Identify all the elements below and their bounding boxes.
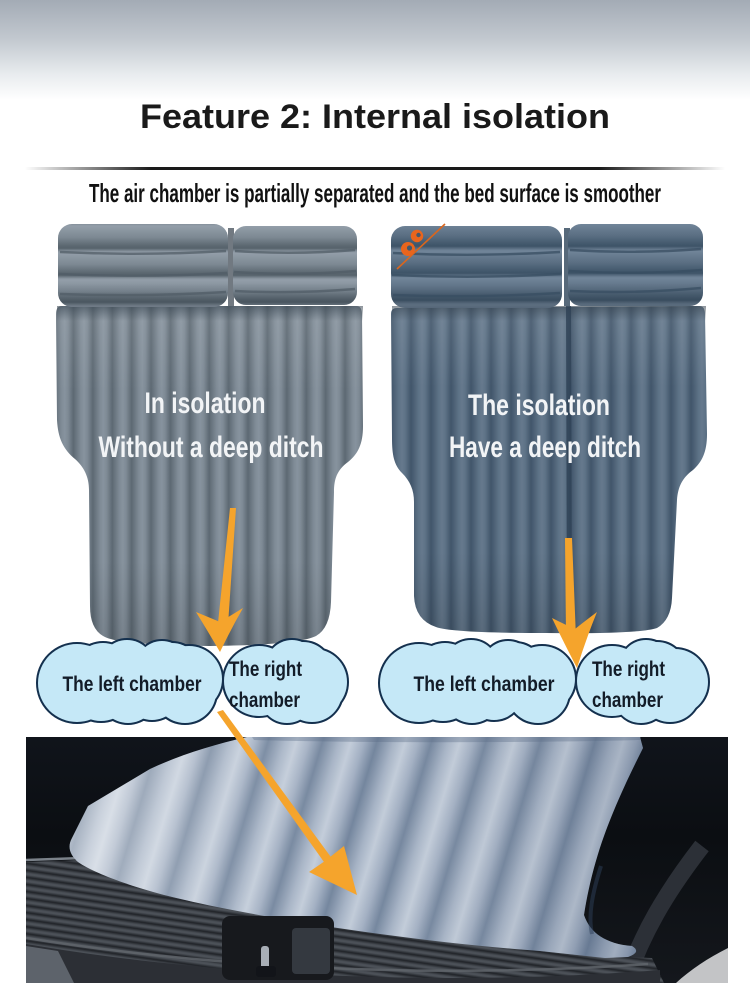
svg-text:The isolation: The isolation bbox=[468, 389, 610, 422]
svg-text:Feature 2: Internal isolation: Feature 2: Internal isolation bbox=[140, 98, 610, 136]
svg-text:The left chamber: The left chamber bbox=[63, 673, 202, 696]
svg-text:Without a deep ditch: Without a deep ditch bbox=[99, 431, 324, 464]
svg-text:In isolation: In isolation bbox=[145, 387, 266, 420]
svg-text:The right: The right bbox=[592, 658, 665, 681]
svg-text:The air chamber is partially s: The air chamber is partially separated a… bbox=[89, 178, 661, 208]
svg-text:The right: The right bbox=[229, 658, 302, 681]
svg-text:Have a deep ditch: Have a deep ditch bbox=[449, 431, 641, 464]
svg-text:chamber: chamber bbox=[229, 689, 300, 712]
svg-text:chamber: chamber bbox=[592, 689, 663, 712]
svg-text:The left chamber: The left chamber bbox=[414, 673, 555, 696]
